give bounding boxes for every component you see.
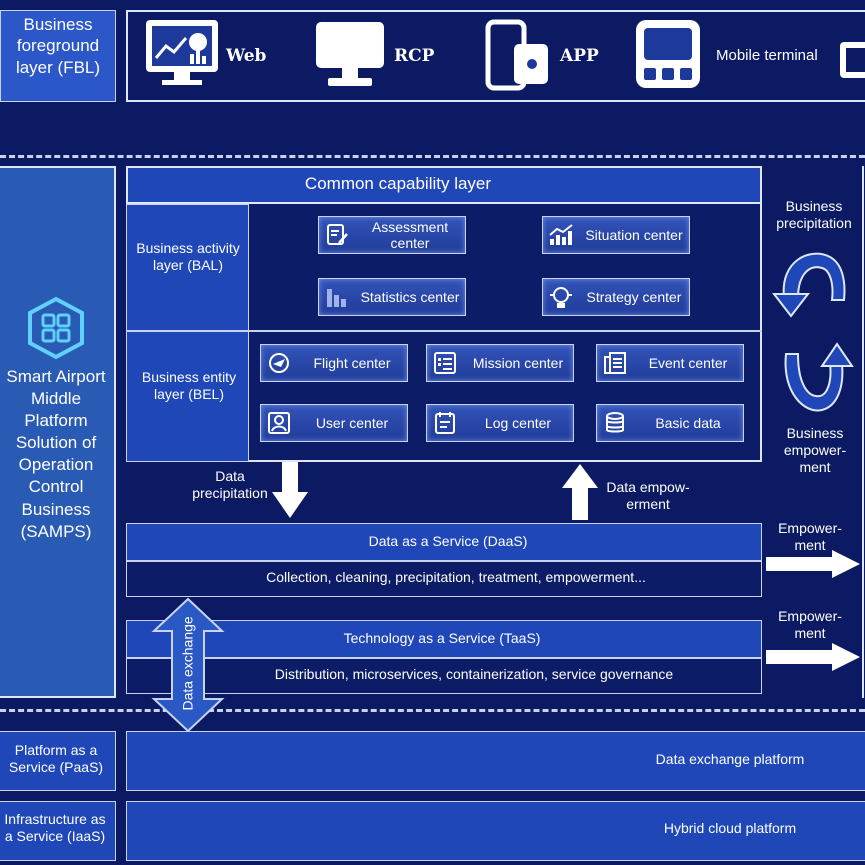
assessment-icon <box>319 217 355 253</box>
situation-center-label: Situation center <box>585 226 683 243</box>
situation-chart-icon <box>543 217 579 253</box>
business-precipitation-label: Business precipitation <box>776 198 852 231</box>
fbl-label-box <box>0 10 116 102</box>
log-center-label: Log center <box>484 414 552 431</box>
user-center[interactable]: User center <box>260 404 408 442</box>
common-capability-title: Common capability layer <box>304 174 492 193</box>
bal-label-box <box>126 204 249 331</box>
terminals-panel <box>126 10 865 102</box>
terminal-label-rcp: RCP <box>394 46 435 66</box>
iaas-label-box <box>0 801 116 861</box>
business-empowerment-label: Business empower- ment <box>783 425 847 475</box>
iaas-content-box <box>126 801 865 861</box>
event-center-label: Event center <box>648 354 728 371</box>
paas-label: Platform as a Service (PaaS) <box>8 742 104 775</box>
statistics-center[interactable]: Statistics center <box>318 278 466 316</box>
event-docs-icon <box>597 345 633 381</box>
mission-list-icon <box>427 345 463 381</box>
flight-icon <box>261 345 297 381</box>
mission-center-label: Mission center <box>472 354 564 371</box>
down-arrow-icon <box>270 462 310 520</box>
daas-title: Data as a Service (DaaS) <box>368 533 528 549</box>
user-center-label: User center <box>315 414 389 431</box>
empowerment-label-1: Empower- ment <box>778 520 842 553</box>
paas-content: Data exchange platform <box>655 751 805 767</box>
log-center[interactable]: Log center <box>426 404 574 442</box>
mobile-app-icon <box>484 18 554 92</box>
curved-arrow-up-icon <box>770 340 860 420</box>
terminal-label-app: APP <box>560 46 599 66</box>
taas-desc-box <box>126 658 762 694</box>
statistics-center-label: Statistics center <box>360 288 460 305</box>
assessment-center[interactable]: Assessment center <box>318 216 466 254</box>
desktop-monitor-icon <box>314 20 386 90</box>
iaas-label: Infrastructure as a Service (IaaS) <box>4 811 106 844</box>
dashed-separator-bottom <box>0 709 865 712</box>
right-edge-panel <box>862 166 865 698</box>
mission-center[interactable]: Mission center <box>426 344 574 382</box>
empowerment-label-2: Empower- ment <box>778 608 842 641</box>
daas-desc-box <box>126 561 762 597</box>
situation-center[interactable]: Situation center <box>542 216 690 254</box>
taas-header <box>126 620 762 658</box>
right-arrow-icon-1 <box>766 548 862 580</box>
flight-center[interactable]: Flight center <box>260 344 408 382</box>
grid-hexagon-icon <box>24 296 88 360</box>
strategy-bulb-icon <box>543 279 579 315</box>
basic-data-label: Basic data <box>655 414 721 431</box>
daas-desc: Collection, cleaning, precipitation, tre… <box>266 569 646 585</box>
user-icon <box>261 405 297 441</box>
assessment-center-label: Assessment center <box>371 218 449 251</box>
right-arrow-icon-2 <box>766 641 862 673</box>
bel-label-box <box>126 331 249 462</box>
bal-bel-divider <box>249 330 762 332</box>
event-center[interactable]: Event center <box>596 344 744 382</box>
log-icon <box>427 405 463 441</box>
taas-title: Technology as a Service (TaaS) <box>343 630 541 646</box>
web-monitor-icon <box>144 18 220 90</box>
basic-data[interactable]: Basic data <box>596 404 744 442</box>
fbl-label: Business foreground layer (FBL) <box>15 15 101 77</box>
taas-desc: Distribution, microservices, containeriz… <box>274 666 674 682</box>
samps-panel <box>0 166 116 698</box>
samps-label: Smart Airport Middle Platform Solution o… <box>6 367 106 541</box>
dashed-separator-top <box>0 155 865 158</box>
up-arrow-icon <box>560 462 600 520</box>
database-icon <box>597 405 633 441</box>
partial-monitor-icon <box>838 40 865 86</box>
paas-content-box <box>126 731 865 791</box>
iaas-content: Hybrid cloud platform <box>663 820 797 836</box>
terminal-label-web: Web <box>226 46 267 66</box>
data-empowerment-label: Data empow- erment <box>606 479 690 512</box>
bal-label: Business activity layer (BAL) <box>136 240 240 273</box>
flight-center-label: Flight center <box>313 354 391 371</box>
terminal-label-mobile: Mobile terminal <box>716 47 818 64</box>
data-precipitation-label: Data precipitation <box>192 468 268 501</box>
mobile-terminal-icon <box>634 18 702 90</box>
strategy-center[interactable]: Strategy center <box>542 278 690 316</box>
paas-label-box <box>0 731 116 791</box>
statistics-icon <box>319 279 355 315</box>
data-exchange-label: Data exchange <box>179 616 196 711</box>
daas-header <box>126 523 762 561</box>
strategy-center-label: Strategy center <box>586 288 682 305</box>
bel-label: Business entity layer (BEL) <box>141 369 237 402</box>
common-capability-header <box>126 166 762 204</box>
curved-arrow-down-icon <box>770 240 860 320</box>
